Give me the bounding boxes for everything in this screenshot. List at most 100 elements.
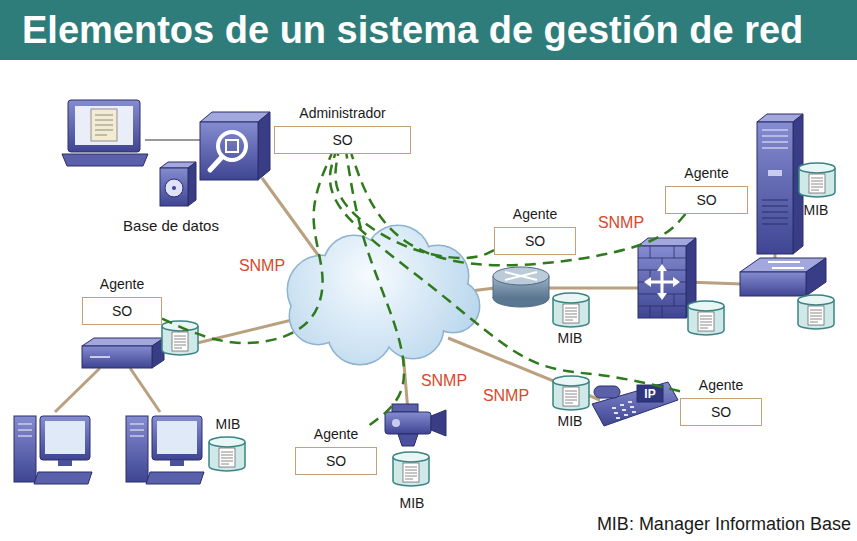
server-tower (762, 200, 788, 224)
admin-workstation (62, 100, 200, 166)
ip-phone (592, 382, 678, 426)
manager-server (258, 112, 270, 180)
hub-device (82, 338, 164, 368)
video-camera (385, 412, 431, 434)
network-cable (130, 368, 160, 412)
network-cable (55, 178, 775, 412)
ip-phone (592, 382, 678, 426)
hub-device (82, 338, 164, 346)
firewall-device (644, 264, 680, 300)
server-tower (757, 122, 793, 254)
router-device (493, 267, 549, 285)
ip-phone (594, 386, 620, 398)
os-box: SO (82, 297, 162, 325)
agent-node: AgenteSO (494, 205, 576, 255)
video-camera (392, 419, 400, 427)
protocol-label: SNMP (598, 214, 644, 232)
router-device (493, 267, 549, 307)
firewall-device (638, 246, 686, 318)
title-text: Elementos de un sistema de gestión de re… (22, 0, 803, 60)
hub-device (82, 346, 152, 368)
mib-label: MIB (400, 494, 425, 512)
video-camera (431, 410, 446, 436)
personal-computer (14, 416, 92, 484)
network-cable (55, 368, 100, 412)
os-box: SO (665, 186, 748, 214)
os-box: SO (274, 126, 411, 154)
network-cloud (335, 250, 425, 340)
hub-device (90, 356, 110, 358)
server-tower (757, 114, 803, 254)
video-camera (392, 404, 418, 412)
server-tower (768, 170, 782, 176)
firewall-device (638, 246, 686, 318)
manager-node: AdministradorSO (274, 104, 411, 154)
mib-label: MIB (216, 415, 241, 433)
firewall-device (648, 268, 676, 296)
switch-device (740, 272, 806, 296)
node-heading: Agente (665, 164, 748, 182)
router-device (505, 272, 537, 280)
mib-cylinder (799, 163, 835, 197)
os-box: SO (680, 398, 762, 426)
personal-computer (14, 416, 204, 484)
manager-server (226, 140, 238, 152)
mib-cylinder (688, 301, 724, 335)
snmp-flow (335, 154, 494, 258)
node-heading: Agente (295, 425, 377, 443)
admin-workstation (75, 106, 133, 145)
title-band: Elementos de un sistema de gestión de re… (0, 0, 857, 60)
manager-server (200, 112, 270, 180)
admin-workstation (145, 139, 200, 140)
admin-workstation (91, 109, 117, 141)
database-unit (172, 186, 176, 190)
node-heading: Administrador (274, 104, 411, 122)
node-heading: Agente (680, 376, 762, 394)
agent-node: AgenteSO (680, 376, 762, 426)
personal-computer (126, 416, 204, 484)
switch-device (806, 258, 826, 296)
network-cable (549, 287, 640, 290)
database-unit (165, 179, 183, 197)
network-cable (262, 178, 318, 255)
protocol-label: SNMP (239, 257, 285, 275)
mib-cylinder (553, 293, 589, 327)
admin-workstation (68, 100, 140, 152)
agent-node: AgenteSO (665, 164, 748, 214)
phone-logo: IP (644, 385, 655, 403)
server-tower (762, 130, 788, 148)
manager-server (210, 157, 222, 170)
os-box: SO (494, 227, 576, 255)
video-camera (398, 434, 418, 446)
switch-device (768, 262, 804, 268)
mib-label: MIB (558, 412, 583, 430)
mib-cylinder (162, 163, 835, 486)
node-heading: Agente (494, 205, 576, 223)
database-unit (188, 162, 196, 206)
mib-label: MIB (804, 201, 829, 219)
mib-cylinder (393, 452, 429, 486)
mib-label: MIB (558, 329, 583, 347)
manager-server (200, 122, 258, 180)
protocol-label: SNMP (421, 372, 467, 390)
network-cloud (335, 250, 425, 340)
switch-device (740, 258, 826, 296)
caption-text: MIB: Manager Information Base (597, 513, 851, 535)
video-camera (385, 404, 446, 446)
database-unit (160, 168, 188, 206)
agent-node: AgenteSO (295, 425, 377, 475)
snmp-flow (162, 154, 332, 343)
database-unit (160, 162, 196, 206)
database-label: Base de datos (123, 217, 219, 235)
os-box: SO (295, 447, 377, 475)
snmp-flow (330, 154, 680, 391)
protocol-label: SNMP (483, 387, 529, 405)
admin-workstation (62, 154, 148, 166)
snmp-flow (351, 154, 685, 265)
mib-cylinder (798, 295, 834, 329)
